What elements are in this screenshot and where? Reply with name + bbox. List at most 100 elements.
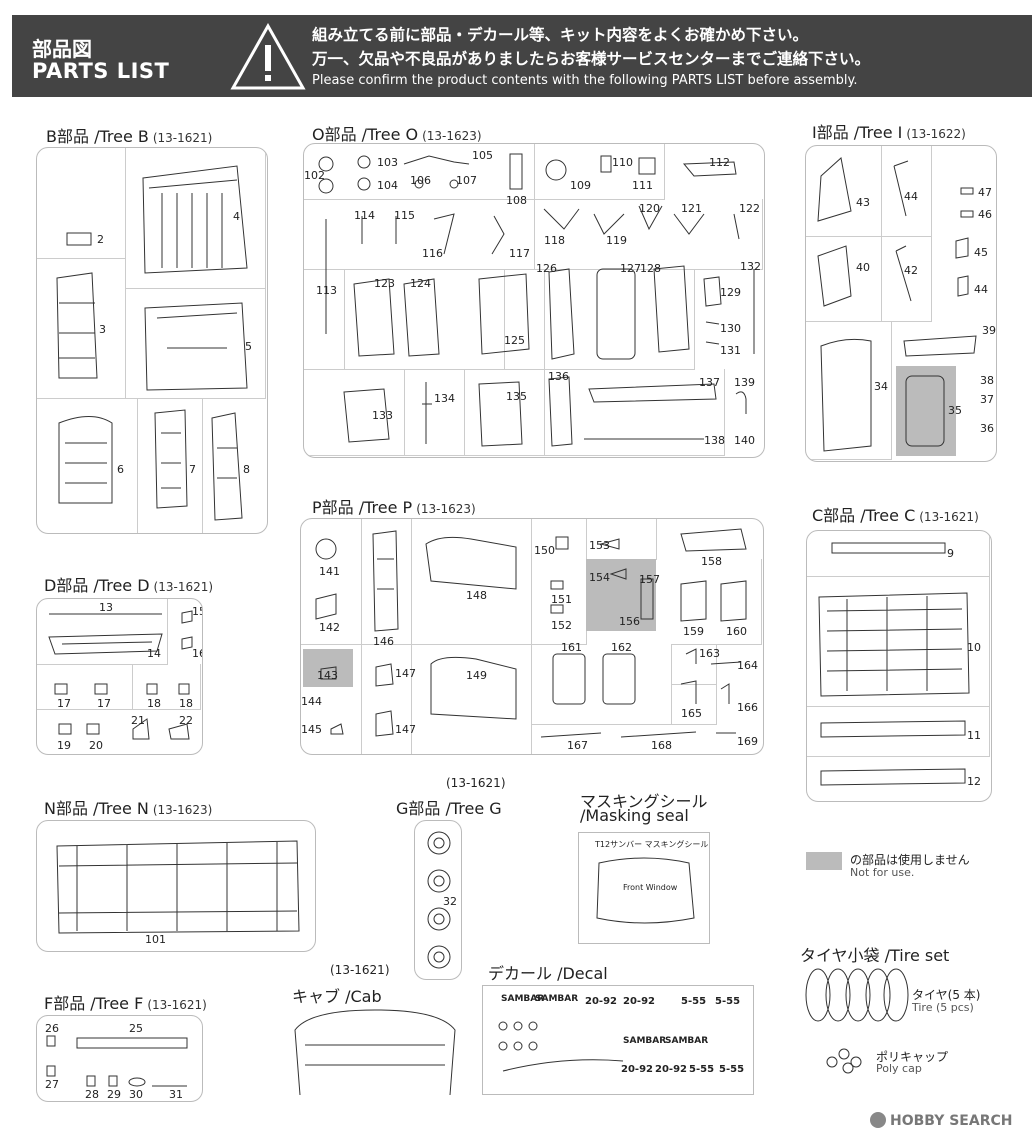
page-title-en: PARTS LIST bbox=[32, 59, 170, 83]
part-num: 164 bbox=[737, 659, 758, 672]
tree-f-label: F部品 /Tree F bbox=[44, 994, 144, 1013]
part-num: 39 bbox=[982, 324, 996, 337]
part-num: 114 bbox=[354, 209, 375, 222]
logo-icon bbox=[870, 1112, 886, 1128]
decal-plate-3: 5-55 bbox=[681, 996, 707, 1007]
tree-d-title: D部品 /Tree D(13-1621) bbox=[44, 572, 213, 596]
part-num: 135 bbox=[506, 390, 527, 403]
part-num: 105 bbox=[472, 149, 493, 162]
watermark-text: HOBBY SEARCH bbox=[890, 1113, 1013, 1129]
tree-f-drawing bbox=[46, 1035, 188, 1087]
tree-d-frame: 13 14 15 16 17 17 18 18 19 20 21 22 bbox=[36, 598, 203, 755]
not-for-use-note-jp: の部品は使用しません bbox=[850, 853, 970, 867]
part-num: 17 bbox=[97, 697, 111, 710]
tree-b-frame: 2 3 4 5 6 7 8 bbox=[36, 147, 268, 534]
tree-b-label: B部品 /Tree B bbox=[46, 127, 149, 146]
masking-seal-sheet: T12サンバー マスキングシール Front Window bbox=[578, 832, 710, 944]
tree-g-title: G部品 /Tree G bbox=[396, 795, 502, 819]
hobby-search-logo: HOBBY SEARCH bbox=[870, 1112, 1012, 1129]
part-num: 161 bbox=[561, 641, 582, 654]
tree-n-title: N部品 /Tree N(13-1623) bbox=[44, 795, 212, 819]
tree-o-label: O部品 /Tree O bbox=[312, 125, 419, 144]
part-num: 18 bbox=[147, 697, 161, 710]
part-num: 119 bbox=[606, 234, 627, 247]
part-num: 15 bbox=[192, 605, 202, 618]
tree-d-drawing bbox=[48, 610, 193, 740]
part-num: 130 bbox=[720, 322, 741, 335]
part-num: 156 bbox=[619, 615, 640, 628]
decal-plate-7: 5-55 bbox=[689, 1064, 715, 1075]
part-num: 36 bbox=[980, 422, 994, 435]
part-num: 3 bbox=[99, 323, 106, 336]
part-num: 18 bbox=[179, 697, 193, 710]
part-num: 159 bbox=[683, 625, 704, 638]
part-num: 115 bbox=[394, 209, 415, 222]
part-num: 12 bbox=[967, 775, 981, 788]
decal-plate-6: 20-92 bbox=[655, 1064, 687, 1075]
part-num: 128 bbox=[640, 262, 661, 275]
tree-b-title: B部品 /Tree B(13-1621) bbox=[46, 123, 212, 147]
tire-label-en: Tire (5 pcs) bbox=[912, 1001, 974, 1014]
part-num: 137 bbox=[699, 376, 720, 389]
tree-c-code: (13-1621) bbox=[919, 510, 979, 524]
tree-d-code: (13-1621) bbox=[153, 580, 214, 594]
tree-p-code: (13-1623) bbox=[416, 502, 476, 516]
warning-triangle-icon bbox=[230, 23, 306, 90]
tree-c-frame: 9 10 11 12 bbox=[806, 530, 992, 802]
part-num: 47 bbox=[978, 186, 992, 199]
tree-i-drawing bbox=[817, 157, 977, 452]
part-num: 109 bbox=[570, 179, 591, 192]
masking-title-jp: マスキングシール bbox=[580, 792, 708, 811]
part-num: 44 bbox=[904, 190, 918, 203]
part-num: 129 bbox=[720, 286, 741, 299]
part-num: 27 bbox=[45, 1078, 59, 1091]
part-num: 154 bbox=[589, 571, 610, 584]
part-num: 16 bbox=[192, 647, 202, 660]
part-num: 122 bbox=[739, 202, 760, 215]
tree-g-drawing bbox=[427, 831, 451, 969]
part-num: 31 bbox=[169, 1088, 183, 1101]
decal-plate-5: 20-92 bbox=[621, 1064, 653, 1075]
part-num: 136 bbox=[548, 370, 569, 383]
part-num: 133 bbox=[372, 409, 393, 422]
tree-p-label: P部品 /Tree P bbox=[312, 498, 413, 517]
part-num: 37 bbox=[980, 393, 994, 406]
part-num: 120 bbox=[639, 202, 660, 215]
poly-cap-label-jp: ポリキャップ bbox=[876, 1050, 949, 1064]
part-num: 45 bbox=[974, 246, 988, 259]
tree-o-title: O部品 /Tree O(13-1623) bbox=[312, 121, 482, 145]
part-num: 147 bbox=[395, 723, 416, 736]
not-for-use-note-en: Not for use. bbox=[850, 866, 915, 879]
tree-f-frame: 26 25 27 28 29 30 31 bbox=[36, 1015, 203, 1102]
part-num: 162 bbox=[611, 641, 632, 654]
part-num: 106 bbox=[410, 174, 431, 187]
tree-o-frame: 102 103 104 105 106 107 108 109 110 111 … bbox=[303, 143, 765, 458]
decal-brand-3: SAMBAR bbox=[623, 1036, 667, 1046]
part-num: 11 bbox=[967, 729, 981, 742]
tree-g-code: (13-1621) bbox=[446, 776, 506, 790]
cab-code: (13-1621) bbox=[330, 963, 390, 977]
part-num: 34 bbox=[874, 380, 888, 393]
part-num: 38 bbox=[980, 374, 994, 387]
front-window-label: Front Window bbox=[623, 883, 678, 892]
tree-g-label: G部品 /Tree G bbox=[396, 799, 502, 818]
part-num: 102 bbox=[304, 169, 325, 182]
part-num: 6 bbox=[117, 463, 124, 476]
part-num: 146 bbox=[373, 635, 394, 648]
part-num: 167 bbox=[567, 739, 588, 752]
masking-seal-drawing bbox=[596, 857, 695, 924]
part-num: 44 bbox=[974, 283, 988, 296]
tree-b-code: (13-1621) bbox=[152, 131, 213, 145]
part-num: 143 bbox=[317, 669, 338, 682]
part-num: 8 bbox=[243, 463, 250, 476]
part-num: 157 bbox=[639, 573, 660, 586]
tree-p-drawing bbox=[315, 528, 747, 738]
tree-n-frame: 101 bbox=[36, 820, 316, 952]
part-num: 4 bbox=[233, 210, 240, 223]
masking-title-en: /Masking seal bbox=[580, 806, 689, 825]
part-num: 21 bbox=[131, 714, 145, 727]
part-num: 116 bbox=[422, 247, 443, 260]
tree-d-label: D部品 /Tree D bbox=[44, 576, 150, 595]
part-num: 131 bbox=[720, 344, 741, 357]
part-num: 160 bbox=[726, 625, 747, 638]
